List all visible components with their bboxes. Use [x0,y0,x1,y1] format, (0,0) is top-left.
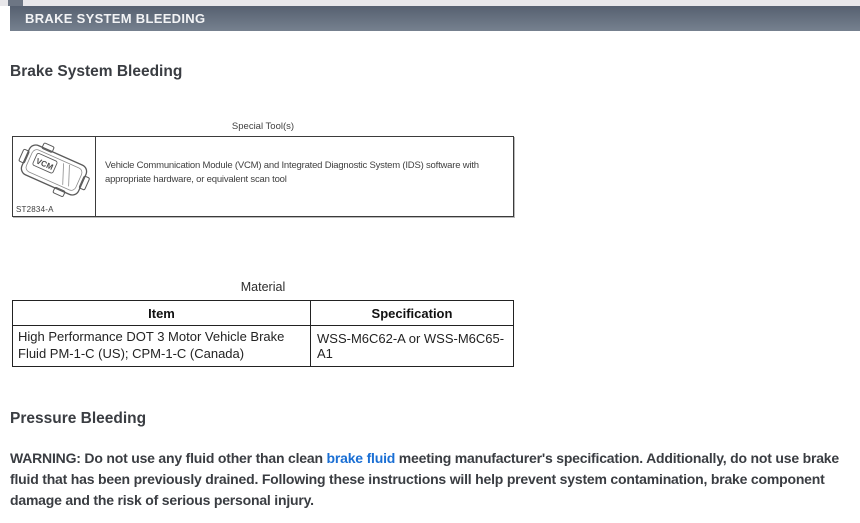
material-header-row: Item Specification [12,300,514,326]
material-header-specification: Specification [310,300,514,326]
special-tools-table: VCM ST2834-A Vehicle Communication Modul… [12,136,514,217]
material-data-row: High Performance DOT 3 Motor Vehicle Bra… [12,325,514,367]
material-caption: Material [240,280,286,294]
special-tools-caption: Special Tool(s) [231,121,295,132]
material-table: Item Specification High Performance DOT … [12,300,514,367]
section-header-title: BRAKE SYSTEM BLEEDING [25,11,206,26]
corner-notch [8,0,23,6]
warning-text-suffix: meeting manufacturer's specification. Ad… [10,450,839,508]
warning-text-prefix: WARNING: Do not use any fluid other than… [10,450,327,466]
tool-image-cell: VCM ST2834-A [13,137,96,216]
section-header-bar: BRAKE SYSTEM BLEEDING [10,6,860,31]
tool-id-label: ST2834-A [16,205,54,214]
material-specification-cell: WSS-M6C62-A or WSS-M6C65-A1 [310,325,514,367]
tool-description-cell: Vehicle Communication Module (VCM) and I… [105,160,479,185]
material-item-cell: High Performance DOT 3 Motor Vehicle Bra… [12,325,311,367]
page-title: Brake System Bleeding [10,63,183,80]
vcm-device-icon: VCM [18,142,90,197]
material-header-item: Item [12,300,311,326]
top-strip [0,0,860,6]
subsection-title: Pressure Bleeding [10,410,147,427]
warning-paragraph: WARNING: Do not use any fluid other than… [10,448,856,511]
brake-fluid-link[interactable]: brake fluid [326,450,396,466]
